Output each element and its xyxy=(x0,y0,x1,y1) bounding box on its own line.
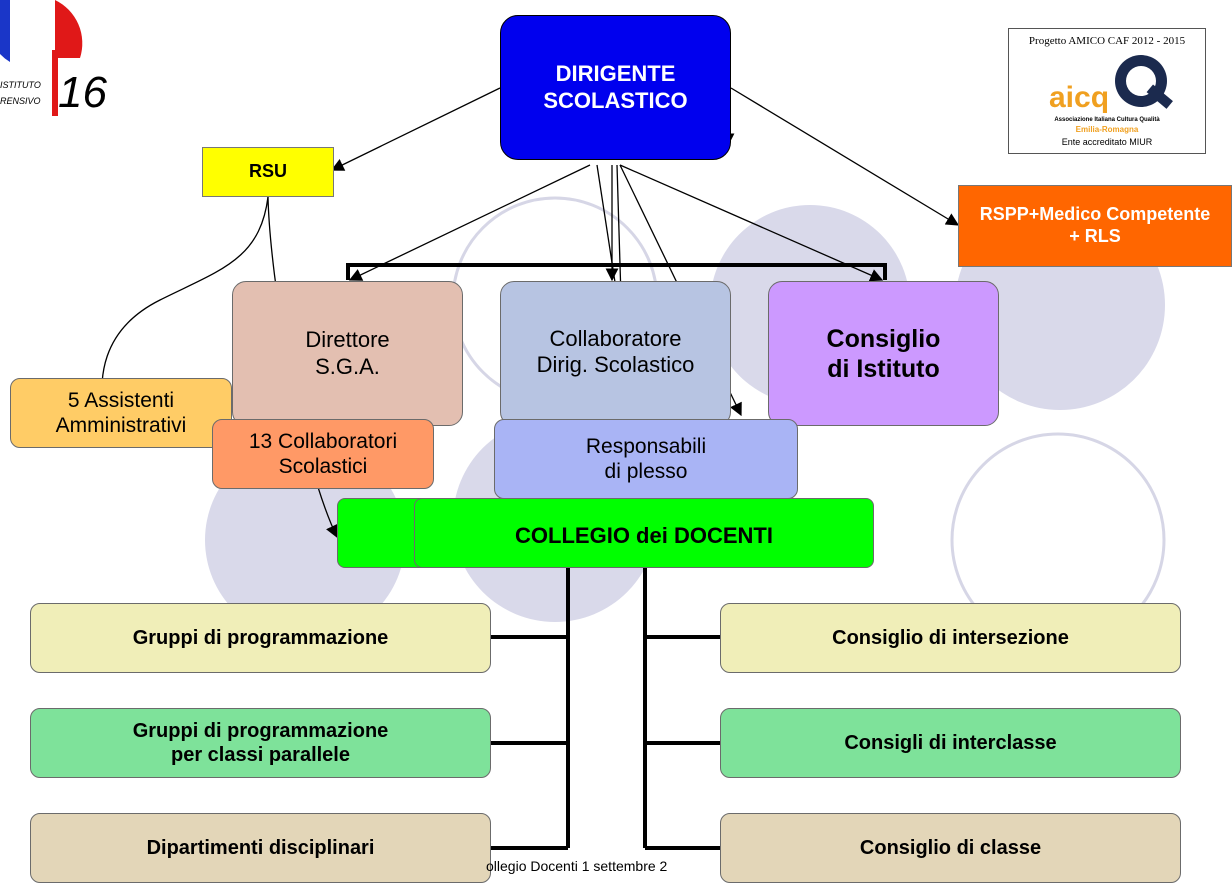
institute-emblem-icon xyxy=(0,0,83,116)
left-node-3: Dipartimenti disciplinari xyxy=(30,813,491,883)
arrow-to-rspp xyxy=(730,87,960,226)
left-node-2: Gruppi di programmazione per classi para… xyxy=(30,708,491,778)
institute-logo: ISTITUTO RENSIVO 16 xyxy=(0,0,118,128)
aicq-accreditation: Ente accreditato MIUR xyxy=(1061,137,1153,147)
aicq-logo: Progetto AMICO CAF 2012 - 2015 aicq Asso… xyxy=(1008,28,1206,154)
node-consiglio-istituto: Consiglio di Istituto xyxy=(768,281,999,426)
aicq-region: Emilia-Romagna xyxy=(1075,125,1139,134)
logo-text-istituto: ISTITUTO xyxy=(0,80,41,90)
aicq-q-icon xyxy=(1115,55,1173,109)
footer-text: ollegio Docenti 1 settembre 2 xyxy=(486,858,668,874)
node-dirigente: DIRIGENTE SCOLASTICO xyxy=(500,15,731,160)
aicq-subtitle: Associazione Italiana Cultura Qualità xyxy=(1054,117,1160,123)
right-node-1: Consiglio di intersezione xyxy=(720,603,1181,673)
node-rsu: RSU xyxy=(202,147,334,197)
node-collaboratore: Collaboratore Dirig. Scolastico xyxy=(500,281,731,426)
right-node-2: Consigli di interclasse xyxy=(720,708,1181,778)
bg-circle xyxy=(205,440,405,640)
aicq-project-title: Progetto AMICO CAF 2012 - 2015 xyxy=(1028,35,1186,47)
bracket-line xyxy=(346,263,887,280)
arrow-to-dsga xyxy=(348,164,591,281)
left-node-1: Gruppi di programmazione xyxy=(30,603,491,673)
node-assistenti: 5 Assistenti Amministrativi xyxy=(10,378,232,448)
arrow-to-rsu xyxy=(330,87,501,171)
node-responsabili: Responsabili di plesso xyxy=(494,419,798,499)
node-collegio: COLLEGIO dei DOCENTI xyxy=(414,498,874,568)
aicq-brand: aicq xyxy=(1049,81,1110,114)
logo-number: 16 xyxy=(58,68,107,117)
node-rspp: RSPP+Medico Competente + RLS xyxy=(958,185,1232,267)
arrow-to-consiglio xyxy=(619,164,884,282)
right-node-3: Consiglio di classe xyxy=(720,813,1181,883)
logo-text-comprensivo: RENSIVO xyxy=(0,96,41,106)
node-dsga: Direttore S.G.A. xyxy=(232,281,463,426)
node-collaboratori-scolastici: 13 Collaboratori Scolastici xyxy=(212,419,434,489)
